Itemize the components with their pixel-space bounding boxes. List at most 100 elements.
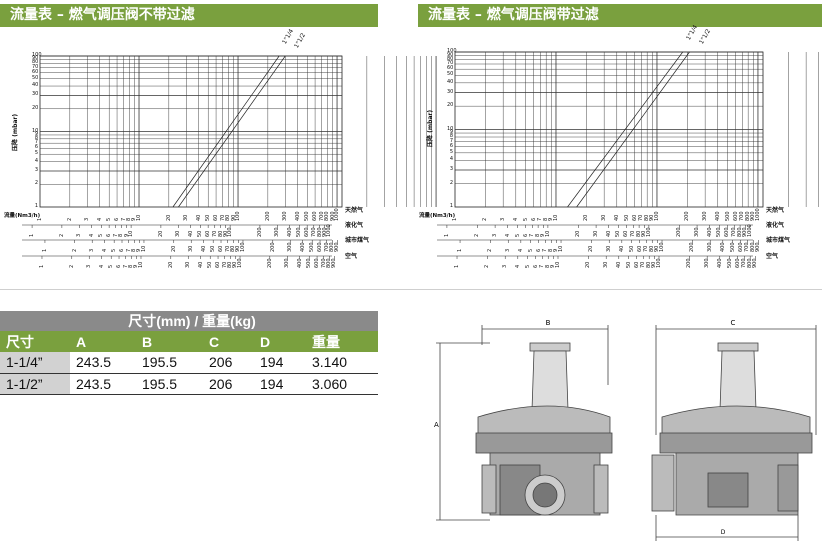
left-y-tick-label: 8 [34, 134, 38, 141]
right-x-tick-label: 400 [706, 227, 713, 237]
right-x-tick-label: 40 [618, 245, 625, 252]
right-y-tick-label: 50 [447, 71, 454, 78]
left-y-tick-label: 6 [34, 144, 38, 151]
left-x-tick-label: 1 [38, 264, 45, 268]
right-gas-label-2: 城市煤气 [766, 237, 791, 244]
right-x-tick-label: 6 [535, 248, 542, 252]
left-x-tick-label: 300 [284, 258, 291, 268]
right-gas-label-1: 液化气 [766, 222, 785, 229]
right-x-tick-label: 2 [474, 233, 481, 237]
left-x-tick-label: 500 [309, 242, 316, 252]
right-x-tick-label: 10 [555, 261, 561, 268]
right-series-line-1 [576, 51, 690, 208]
right-x-tick-label: 900 [752, 258, 759, 268]
left-x-tick-label: 100 [227, 227, 234, 237]
left-x-tick-label: 6 [106, 233, 113, 237]
left-flow-chart-title: 流量表 – 燃气调压阀不带过滤 [0, 4, 378, 27]
right-flow-chart [437, 51, 819, 259]
right-x-tick-label: 60 [633, 261, 640, 268]
left-y-tick-label: 4 [34, 157, 38, 164]
right-x-axis-label: 流量(Nm3/h) [419, 213, 456, 219]
right-series-line-0 [567, 51, 684, 208]
left-y-tick-label: 90 [32, 55, 39, 62]
right-x-tick-label: 6 [530, 217, 537, 221]
right-x-tick-label: 10 [544, 230, 551, 237]
right-x-tick-label: 3 [492, 233, 499, 237]
left-x-tick-label: 3 [76, 233, 83, 237]
left-x-tick-label: 30 [175, 230, 182, 237]
left-x-tick-label: 70 [211, 230, 218, 237]
header-size: 尺寸 [0, 331, 70, 352]
right-y-tick-label: 1 [449, 203, 453, 209]
left-x-tick-label: 5 [106, 217, 113, 221]
left-x-tick-label: 100 [237, 258, 243, 268]
right-x-tick-label: 500 [724, 211, 731, 221]
left-y-tick-label: 10 [32, 127, 39, 134]
right-y-tick-label: 8 [449, 133, 453, 139]
left-x-tick-label: 100 [235, 211, 242, 221]
right-x-tick-label: 500 [716, 227, 723, 237]
left-x-tick-label: 5 [108, 264, 115, 268]
left-x-tick-label: 10 [136, 214, 143, 221]
left-x-tick-label: 500 [296, 227, 303, 237]
left-x-tick-label: 1 [29, 233, 36, 237]
left-x-tick-label: 40 [195, 214, 202, 221]
left-x-tick-label: 600 [312, 211, 319, 221]
right-y-tick-label: 20 [447, 102, 454, 109]
right-x-tick-label: 5 [522, 217, 529, 221]
right-x-tick-label: 30 [603, 261, 610, 268]
cell-weight: 3.060 [306, 373, 378, 395]
right-x-tick-label: 100 [653, 211, 660, 221]
left-y-tick-label: 20 [32, 104, 39, 111]
left-x-tick-label: 200 [266, 258, 273, 268]
right-x-tick-label: 2 [482, 217, 489, 221]
right-x-tick-label: 20 [575, 230, 582, 237]
right-x-tick-label: 4 [504, 233, 511, 237]
right-x-tick-label: 600 [734, 258, 741, 268]
dim-d-label: D [721, 529, 726, 536]
left-x-tick-label: 200 [264, 211, 271, 221]
cell-c: 206 [203, 373, 254, 395]
left-x-tick-label: 600 [314, 258, 321, 268]
left-x-tick-label: 900 [334, 242, 341, 252]
left-x-tick-label: 200 [269, 242, 276, 252]
right-y-tick-label: 3 [449, 166, 453, 173]
right-x-tick-label: 20 [588, 245, 595, 252]
right-y-tick-label: 7 [449, 137, 453, 144]
right-x-tick-label: 900 [755, 242, 762, 252]
right-x-tick-label: 50 [625, 261, 632, 268]
left-x-tick-label: 60 [218, 245, 225, 252]
left-x-tick-label: 300 [282, 211, 289, 221]
right-x-tick-label: 100 [655, 258, 662, 268]
header-b: B [136, 331, 203, 352]
table-row: 1-1/2” 243.5 195.5 206 194 3.060 [0, 373, 378, 395]
left-x-tick-label: 400 [299, 242, 306, 252]
table-caption: 尺寸(mm) / 重量(kg) [0, 311, 378, 331]
left-x-tick-label: 40 [197, 261, 204, 268]
left-x-tick-label: 6 [114, 217, 121, 221]
left-x-tick-label: 20 [157, 230, 164, 237]
left-x-axis-label: 流量(Nm3/h) [4, 213, 41, 219]
cell-size: 1-1/4” [0, 352, 70, 374]
left-x-tick-label: 900 [331, 258, 338, 268]
cell-d: 194 [254, 352, 306, 374]
left-gas-label-1: 液化气 [345, 222, 364, 229]
right-x-tick-label: 200 [676, 227, 683, 237]
right-x-tick-label: 3 [500, 217, 507, 221]
left-x-tick-label: 400 [286, 227, 293, 237]
left-x-tick-label: 40 [187, 230, 194, 237]
right-x-tick-label: 200 [686, 258, 693, 268]
right-x-tick-label: 40 [613, 214, 620, 221]
left-gas-label-2: 城市煤气 [345, 237, 370, 244]
left-x-tick-label: 60 [215, 261, 222, 268]
right-x-tick-label: 30 [601, 214, 608, 221]
left-x-tick-label: 4 [96, 217, 103, 221]
right-x-tick-label: 300 [702, 211, 709, 221]
left-y-tick-label: 40 [32, 82, 39, 89]
right-x-tick-label: 30 [593, 230, 600, 237]
right-x-tick-label: 100 [645, 227, 652, 237]
right-x-tick-label: 6 [532, 264, 539, 268]
left-x-tick-label: 3 [84, 217, 91, 221]
left-x-tick-label: 20 [167, 261, 174, 268]
right-gas-label-0: 天然气 [766, 207, 785, 214]
